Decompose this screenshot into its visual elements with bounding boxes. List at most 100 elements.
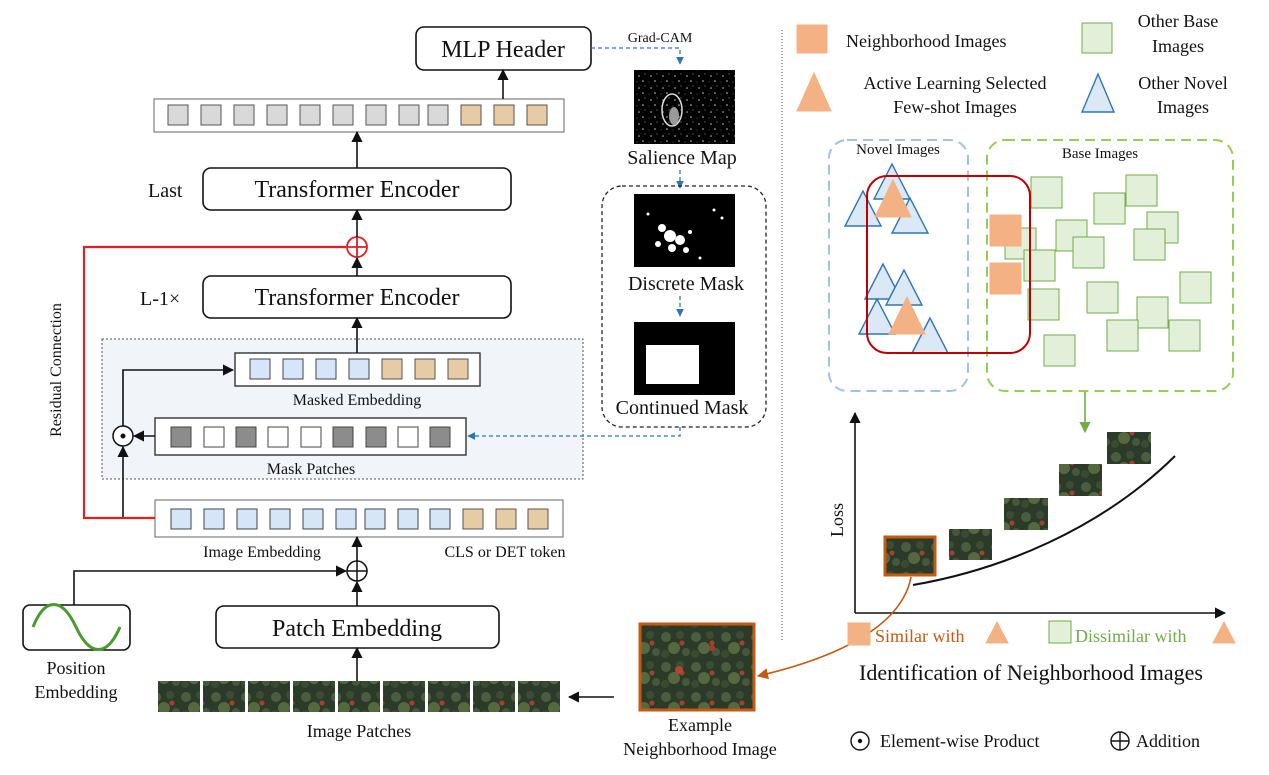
other-novel-triangles (843, 162, 950, 354)
legend-active-learning-label-2: Few-shot Images (893, 97, 1016, 117)
base-square (1027, 288, 1060, 321)
masked-cls-token (381, 358, 403, 380)
similar-square-icon (847, 622, 871, 646)
discrete-mask-label: Discrete Mask (628, 273, 744, 295)
embedding-token (170, 508, 192, 530)
base-square (1179, 271, 1212, 304)
legend-other-base-square-icon (1081, 22, 1113, 54)
neighborhood-square (989, 262, 1022, 295)
novel-triangle (843, 189, 883, 227)
output-token (365, 104, 387, 126)
last-label: Last (148, 180, 183, 202)
addition-label: Addition (1136, 731, 1200, 751)
grad-cam-label: Grad-CAM (628, 31, 693, 46)
novel-images-region (828, 139, 969, 392)
patch-embedding-label: Patch Embedding (272, 616, 442, 642)
sine-wave-icon (31, 603, 122, 651)
image-patch (518, 681, 560, 712)
image-patch (248, 681, 290, 712)
arrow-gradcam (591, 47, 684, 65)
legend-other-novel-label-2: Images (1157, 97, 1209, 117)
loss-thumbnail-neighborhood (883, 535, 937, 577)
masked-embedding-tokens (249, 358, 469, 380)
masked-token (249, 358, 271, 380)
legend-active-learning-triangle-icon (796, 71, 832, 112)
residual-connection-label: Residual Connection (48, 303, 65, 437)
mask-patch (365, 426, 387, 448)
legend-other-novel-label-1: Other Novel (1138, 73, 1227, 93)
position-embedding-label-2: Embedding (35, 682, 118, 702)
output-cls-token (460, 104, 482, 126)
active-learning-triangle (874, 178, 912, 218)
loss-thumbnail (949, 529, 992, 560)
embedding-token (269, 508, 291, 530)
last-transformer-encoder-label: Transformer Encoder (254, 177, 459, 203)
image-patch (428, 681, 470, 712)
base-square (1106, 319, 1139, 352)
embedding-token (429, 508, 451, 530)
base-square (1030, 176, 1063, 209)
loss-thumbnails (883, 432, 1151, 577)
legend-other-base-label-2: Images (1152, 36, 1204, 56)
embedding-token (203, 508, 225, 530)
output-token (332, 104, 354, 126)
mask-patches-label: Mask Patches (267, 461, 355, 478)
element-wise-product-label: Element-wise Product (880, 731, 1039, 751)
cls-det-token (495, 508, 517, 530)
image-patch (293, 681, 335, 712)
mask-patch (332, 426, 354, 448)
example-neighborhood-image (638, 622, 756, 712)
loss-thumbnail (1004, 498, 1048, 530)
masked-token (282, 358, 304, 380)
image-patch (203, 681, 245, 712)
loss-thumbnail (1107, 432, 1151, 464)
cls-det-token-label: CLS or DET token (444, 544, 565, 561)
active-learning-triangle (888, 295, 926, 335)
base-square (1086, 281, 1119, 314)
image-patch (383, 681, 425, 712)
legend-active-learning-label-1: Active Learning Selected (864, 73, 1047, 93)
image-patches-label: Image Patches (307, 721, 411, 741)
neighborhood-region-outline (866, 175, 1031, 354)
dissimilar-triangle-icon (1212, 620, 1236, 644)
base-images-label: Base Images (1062, 146, 1138, 162)
mask-patch (429, 426, 451, 448)
example-label-1: Example (668, 715, 732, 735)
dissimilar-with-label: Dissimilar with (1075, 626, 1187, 646)
similar-with-label: Similar with (875, 626, 965, 646)
base-images-region (986, 139, 1234, 392)
l1-label: L-1× (140, 288, 180, 310)
base-square (1043, 334, 1076, 367)
output-token (167, 104, 189, 126)
loss-axis-label: Loss (827, 503, 847, 537)
output-token (233, 104, 255, 126)
example-label-2: Neighborhood Image (623, 739, 776, 759)
mask-patch (235, 426, 257, 448)
loss-thumbnail (1059, 464, 1102, 496)
output-token (200, 104, 222, 126)
mask-patch (170, 426, 192, 448)
masked-cls-token (447, 358, 469, 380)
cls-det-token (527, 508, 549, 530)
image-embedding-tokens (170, 508, 549, 530)
masked-token (315, 358, 337, 380)
masked-cls-token (414, 358, 436, 380)
mask-group-outline (601, 185, 767, 428)
legend-other-novel-triangle-icon (1080, 72, 1116, 113)
output-token (427, 104, 449, 126)
arrow-mask-to-patches (467, 427, 681, 440)
base-square (1133, 228, 1166, 261)
base-square (1125, 174, 1158, 207)
mask-patch (203, 426, 225, 448)
dissimilar-square-icon (1048, 620, 1072, 644)
base-square (1168, 319, 1201, 352)
masked-token (348, 358, 370, 380)
embedding-token (397, 508, 419, 530)
base-square (1093, 192, 1126, 225)
mask-patch-tokens (170, 426, 451, 448)
mask-patch (300, 426, 322, 448)
mask-patch (267, 426, 289, 448)
embedding-token (236, 508, 258, 530)
l1-transformer-encoder-label: Transformer Encoder (254, 285, 459, 311)
